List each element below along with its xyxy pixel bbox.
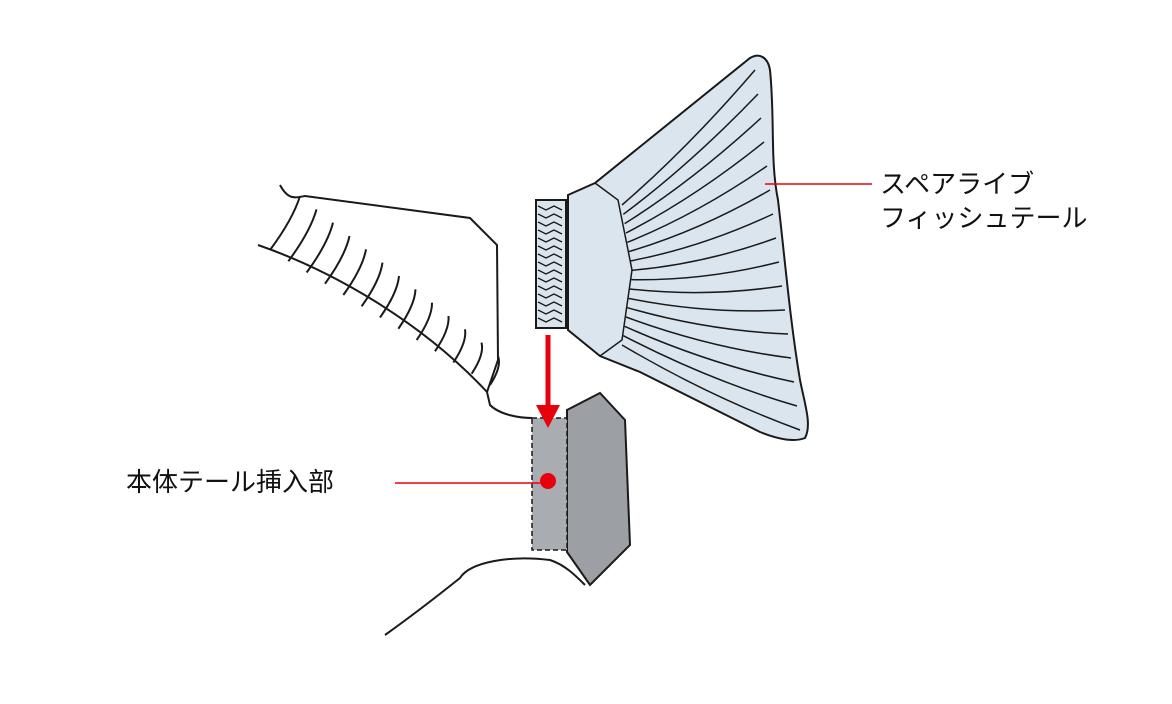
spare-tail-label: スペアライブ フィッシュテール xyxy=(880,168,1087,236)
connector-groove xyxy=(537,269,563,275)
body-tail-socket xyxy=(566,391,632,587)
connector-groove xyxy=(537,213,563,219)
tail-rib xyxy=(624,325,795,383)
tail-rib xyxy=(621,69,756,206)
tail-rib xyxy=(625,316,792,359)
fin-rib xyxy=(287,209,318,262)
fin-rib xyxy=(379,275,400,319)
connector-groove xyxy=(537,317,563,323)
fin-rib xyxy=(324,235,351,285)
fin-rib xyxy=(470,342,484,375)
fin-rib xyxy=(489,355,500,386)
tail-rib xyxy=(629,285,783,294)
connector-groove xyxy=(537,245,563,251)
insert-point-dot xyxy=(540,473,556,489)
connector-groove xyxy=(537,261,563,267)
tail-rib xyxy=(627,306,789,335)
fin-rib xyxy=(434,315,450,352)
tail-rib xyxy=(627,165,768,244)
tail-rib xyxy=(631,261,780,281)
spare-tail-label-line2: フィッシュテール xyxy=(880,204,1088,234)
connector-groove xyxy=(537,229,563,235)
connector-groove xyxy=(537,309,563,315)
fin-rib xyxy=(452,329,467,364)
connector-groove xyxy=(537,205,563,211)
insert-arrow-head xyxy=(536,405,560,428)
connector-groove xyxy=(537,293,563,299)
body-contour xyxy=(384,557,586,636)
tail-rib xyxy=(622,93,759,215)
connector-groove xyxy=(537,277,563,283)
fin-rib xyxy=(397,289,417,330)
body-fin xyxy=(257,184,533,419)
connector-groove xyxy=(537,237,563,243)
insert-part-label: 本体テール挿入部 xyxy=(126,468,335,498)
tail-rib xyxy=(628,189,771,253)
connector-groove xyxy=(537,285,563,291)
fin-rib xyxy=(360,262,384,307)
fin-rib xyxy=(415,302,434,341)
fin-rib xyxy=(305,222,334,274)
fin-rib xyxy=(342,249,367,296)
spare-tail xyxy=(535,54,809,441)
tail-rib xyxy=(624,117,762,225)
tail-rib xyxy=(622,335,798,407)
tail-rib xyxy=(631,237,777,272)
connector-groove xyxy=(537,221,563,227)
tail-rib xyxy=(625,141,765,234)
fin-rib xyxy=(269,195,301,251)
tail-rib xyxy=(628,297,786,312)
connector-groove xyxy=(537,301,563,307)
tail-rib xyxy=(621,344,801,431)
spare-tail-label-line1: スペアライブ xyxy=(880,170,1035,200)
tail-rib xyxy=(629,213,774,262)
connector-groove xyxy=(537,253,563,259)
